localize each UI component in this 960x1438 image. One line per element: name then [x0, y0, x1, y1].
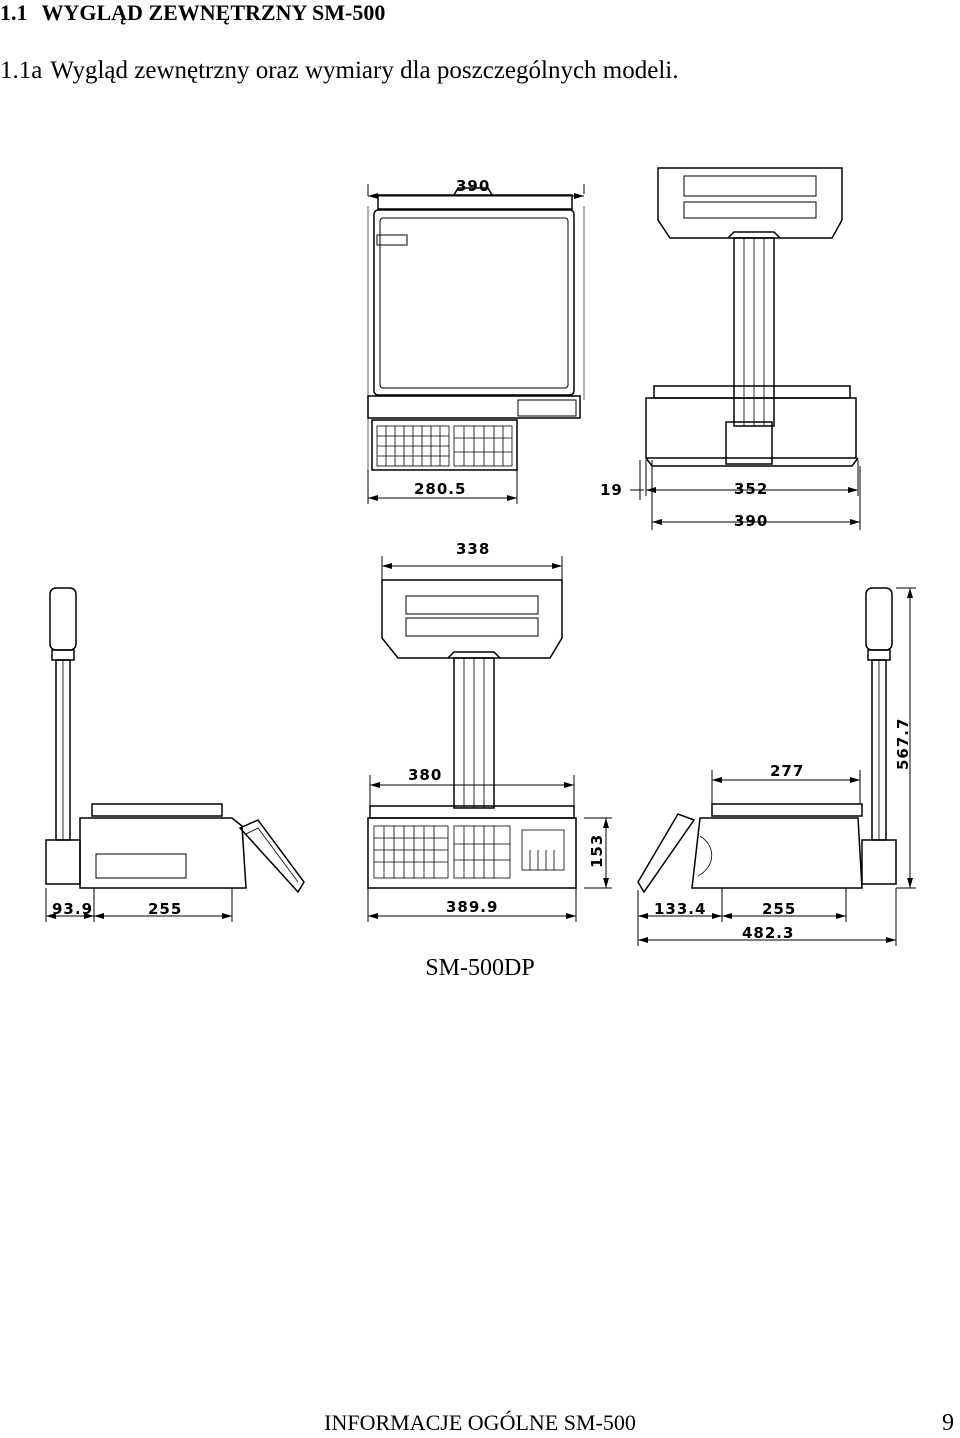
- dim-right-platter: 277: [770, 762, 804, 780]
- keypad-grid-front: [373, 825, 565, 879]
- subsection-number: 1.1a: [0, 57, 43, 84]
- dim-left-base: 255: [148, 900, 182, 918]
- dim-front-width: 389.9: [446, 898, 498, 916]
- dim-rear-width: 390: [734, 512, 768, 530]
- dim-right-base: 255: [762, 900, 796, 918]
- page-number: 9: [942, 1410, 954, 1436]
- top-view: [367, 184, 585, 504]
- dim-front-platter: 380: [408, 766, 442, 784]
- dim-front-height: 153: [588, 834, 606, 868]
- dim-right-total: 482.3: [742, 924, 794, 942]
- technical-drawing: 390 280.5 19 352 390 338 380 389.9 153 9…: [45, 167, 916, 946]
- front-view: [367, 556, 612, 922]
- dim-right-offset: 133.4: [654, 900, 706, 918]
- dim-rear-offset: 19: [600, 481, 623, 499]
- dim-rear-inner: 352: [734, 480, 768, 498]
- dim-total-height: 567.7: [894, 718, 912, 770]
- section-title: WYGLĄD ZEWNĘTRZNY SM-500: [41, 0, 386, 25]
- right-side-view: [637, 587, 916, 946]
- keypad-grid-top: [376, 425, 513, 467]
- left-side-view: [45, 587, 305, 922]
- dim-top-width: 390: [456, 177, 490, 195]
- subsection-heading: 1.1a Wygląd zewnętrzny oraz wymiary dla p…: [0, 56, 678, 86]
- dim-display-width: 338: [456, 540, 490, 558]
- rear-view: [630, 167, 861, 530]
- dim-left-offset: 93.9: [52, 900, 93, 918]
- page-footer: INFORMACJE OGÓLNE SM-500: [324, 1410, 636, 1435]
- dim-top-keypad-width: 280.5: [414, 480, 466, 498]
- section-number: 1.1: [0, 0, 28, 25]
- model-label: SM-500DP: [425, 955, 535, 981]
- subsection-title: Wygląd zewnętrzny oraz wymiary dla poszc…: [50, 57, 679, 84]
- section-heading: 1.1 WYGLĄD ZEWNĘTRZNY SM-500: [0, 0, 385, 26]
